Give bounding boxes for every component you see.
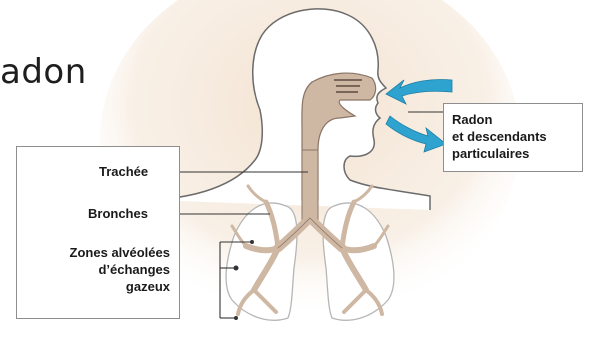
label-radon-line-3: particulaires [452, 145, 547, 162]
label-alveolar-line-3: gazeux [24, 278, 170, 295]
label-trachee: Trachée [99, 163, 148, 180]
label-radon: Radon et descendants particulaires [452, 111, 547, 162]
label-alveolar-zones: Zones alvéolées d’échanges gazeux [24, 244, 170, 295]
label-alveolar-line-2: d’échanges [24, 261, 170, 278]
label-radon-line-2: et descendants [452, 128, 547, 145]
label-radon-line-1: Radon [452, 111, 547, 128]
trachea [302, 150, 318, 220]
label-alveolar-line-1: Zones alvéolées [24, 244, 170, 261]
label-bronches: Bronches [88, 205, 148, 222]
